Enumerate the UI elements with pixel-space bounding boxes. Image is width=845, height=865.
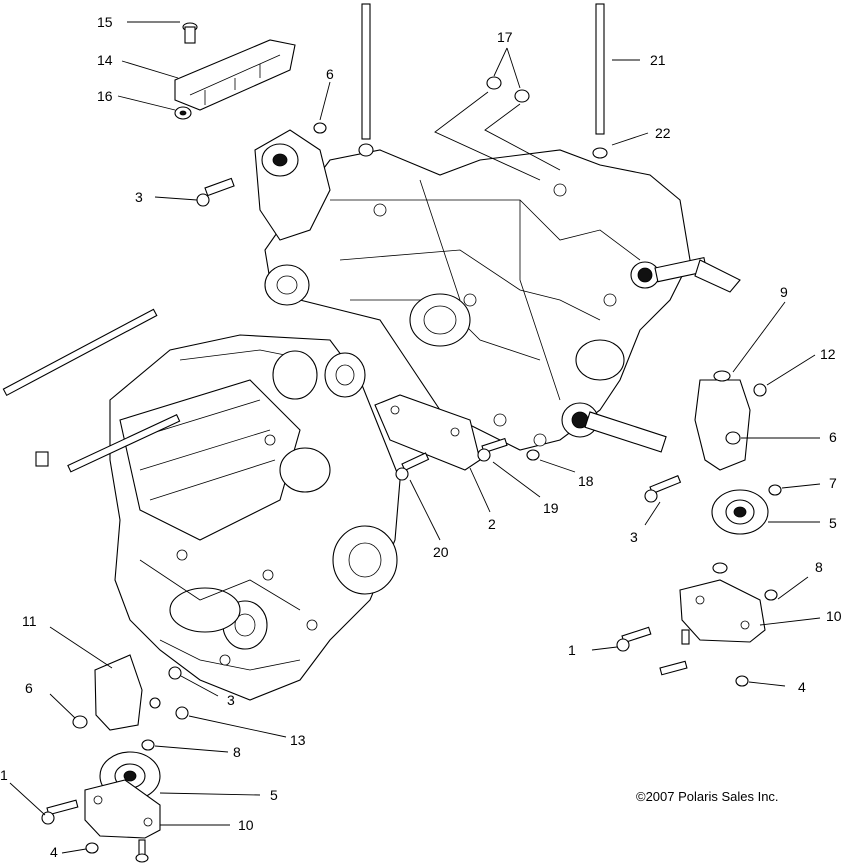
callout-6-right: 6 — [829, 429, 837, 445]
bolt-part-13 — [149, 697, 189, 720]
nut-part-17-a — [486, 76, 502, 90]
copyright-notice: ©2007 Polaris Sales Inc. — [636, 789, 779, 804]
bolt-part-1-right — [616, 626, 652, 652]
bolt-part-18 — [526, 449, 540, 461]
nut-part-8-left — [141, 739, 155, 751]
callout-21: 21 — [650, 52, 666, 68]
bolt-part-1-left — [41, 799, 79, 825]
nut-part-16 — [174, 106, 192, 120]
callout-15: 15 — [97, 14, 113, 30]
callout-19: 19 — [543, 500, 559, 516]
callout-16: 16 — [97, 88, 113, 104]
callout-2: 2 — [488, 516, 496, 532]
callout-7: 7 — [829, 475, 837, 491]
callout-6-left: 6 — [25, 680, 33, 696]
callout-20: 20 — [433, 544, 449, 560]
mount-bracket-part-9 — [694, 370, 751, 471]
callout-4-left: 4 — [50, 844, 58, 860]
mount-base-part-10-right — [679, 579, 766, 643]
nut-part-8-right — [712, 562, 778, 601]
bolt-part-12 — [753, 383, 767, 397]
callout-10-left: 10 — [238, 817, 254, 833]
mount-bracket-part-11 — [94, 654, 143, 731]
bolt-part-7 — [768, 484, 782, 496]
long-pin-left — [358, 3, 374, 157]
bolt-part-3-top — [196, 177, 235, 207]
engine-long-bolt — [2, 308, 181, 473]
callout-3-right: 3 — [630, 529, 638, 545]
leader-lines — [9, 21, 821, 854]
callout-22: 22 — [655, 125, 671, 141]
bolt-part-3-left — [168, 666, 182, 680]
upper-mount-bracket — [254, 129, 331, 241]
callout-4-right: 4 — [798, 679, 806, 695]
callout-5-left: 5 — [270, 787, 278, 803]
transmission-housing — [264, 149, 741, 453]
callout-18: 18 — [578, 473, 594, 489]
callout-10-right: 10 — [826, 608, 842, 624]
nut-part-17-b — [514, 89, 530, 103]
callout-5-right: 5 — [829, 515, 837, 531]
bolt-part-4-left — [85, 839, 149, 863]
bracket-part-14 — [174, 39, 296, 111]
callout-8-right: 8 — [815, 559, 823, 575]
callout-17: 17 — [497, 29, 513, 45]
callout-13: 13 — [290, 732, 306, 748]
callout-8-left: 8 — [233, 744, 241, 760]
callout-1-left: 1 — [0, 767, 8, 783]
mount-base-part-10-left — [84, 779, 161, 839]
callout-3-top: 3 — [135, 189, 143, 205]
bolt-part-20 — [395, 452, 430, 481]
callout-14: 14 — [97, 52, 113, 68]
mount-isolator-part-5-right — [711, 489, 769, 535]
engine-block — [109, 334, 401, 701]
bolt-part-15 — [182, 22, 198, 44]
callout-1-right: 1 — [568, 642, 576, 658]
callout-11: 11 — [22, 613, 37, 629]
callout-9: 9 — [780, 284, 788, 300]
nut-part-6-left — [72, 715, 88, 729]
nut-part-6-right — [725, 431, 741, 445]
long-pin-part-21 — [592, 3, 608, 159]
bolt-part-19 — [477, 437, 508, 462]
bolt-part-3-right — [644, 475, 682, 503]
nut-part-6-top — [313, 122, 327, 134]
bolt-part-4-right — [659, 629, 749, 687]
callout-3-left: 3 — [227, 692, 235, 708]
callout-12: 12 — [820, 346, 836, 362]
callout-6-top: 6 — [326, 66, 334, 82]
